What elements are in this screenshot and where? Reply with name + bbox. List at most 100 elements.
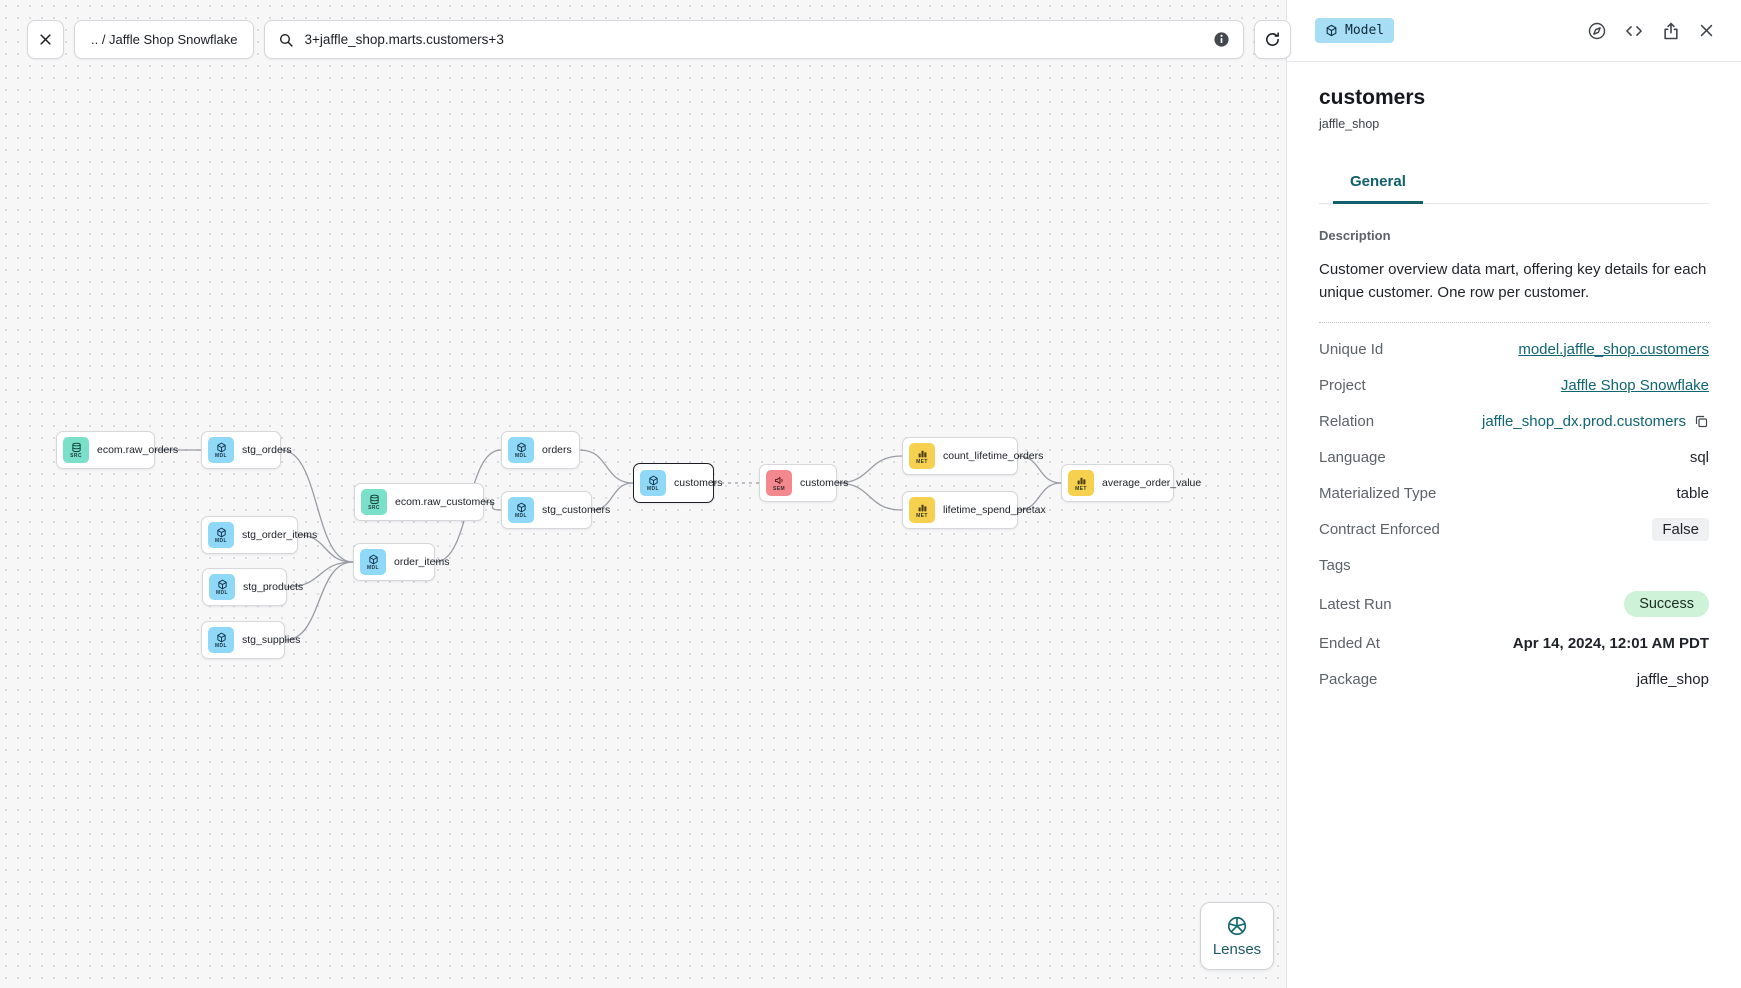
page-title: customers	[1319, 86, 1426, 109]
panel-header: Model	[1287, 0, 1741, 62]
field-value-wrap: Jaffle Shop Snowflake	[1561, 377, 1709, 394]
node-label: orders	[542, 444, 572, 456]
close-icon	[38, 32, 53, 47]
field-label: Tags	[1319, 556, 1351, 574]
panel-field-row: Project Jaffle Shop Snowflake	[1319, 367, 1709, 403]
edge-stg_orders-order_items	[280, 449, 354, 563]
panel-field-row: Ended At Apr 14, 2024, 12:01 AM PDT	[1319, 625, 1709, 661]
field-value[interactable]: Jaffle Shop Snowflake	[1560, 376, 1709, 394]
graph-node-orders[interactable]: MDL orders	[501, 431, 580, 469]
database-icon: SRC	[63, 437, 89, 463]
cube-icon: MDL	[208, 522, 234, 548]
info-icon[interactable]	[1213, 31, 1230, 48]
cube-icon: MDL	[508, 497, 534, 523]
edge-stg_supplies-order_items	[284, 561, 354, 641]
node-label: stg_orders	[242, 444, 292, 456]
edge-stg_customers-customers	[591, 482, 634, 511]
breadcrumb[interactable]: .. / Jaffle Shop Snowflake	[74, 20, 255, 59]
close-panel-icon[interactable]	[1698, 22, 1715, 39]
field-label: Relation	[1319, 412, 1375, 430]
code-icon[interactable]	[1624, 21, 1644, 41]
panel-field-row: Unique Id model.jaffle_shop.customers	[1319, 331, 1709, 367]
panel-field-row: Tags	[1319, 547, 1709, 583]
node-label: ecom.raw_customers	[395, 496, 495, 508]
field-value: sql	[1689, 448, 1709, 466]
bar-chart-icon: MET	[909, 497, 935, 523]
node-label: average_order_value	[1102, 477, 1202, 489]
package-subtitle: jaffle_shop	[1319, 117, 1380, 131]
field-value-wrap: Success	[1624, 591, 1709, 617]
field-label: Ended At	[1319, 634, 1380, 652]
field-label: Package	[1319, 670, 1378, 688]
close-lineage-button[interactable]	[27, 20, 64, 59]
copy-icon[interactable]	[1694, 414, 1709, 429]
node-label: stg_order_items	[242, 529, 318, 541]
graph-node-stg_order_items[interactable]: MDL stg_order_items	[201, 516, 317, 554]
field-label: Project	[1319, 376, 1366, 394]
bar-chart-icon: MET	[1068, 470, 1094, 496]
share-icon[interactable]	[1661, 21, 1681, 41]
cube-icon: MDL	[209, 574, 235, 600]
tab-general[interactable]: General	[1333, 163, 1423, 204]
node-label: stg_supplies	[242, 634, 301, 646]
search-input[interactable]	[304, 32, 1204, 47]
field-value: table	[1676, 484, 1709, 502]
megaphone-icon: SEM	[766, 470, 792, 496]
description-text: Customer overview data mart, offering ke…	[1319, 259, 1709, 323]
field-label: Language	[1319, 448, 1386, 466]
graph-node-order_items[interactable]: MDL order_items	[353, 543, 449, 581]
node-label: customers	[800, 477, 849, 489]
node-label: stg_customers	[542, 504, 611, 516]
node-label: stg_products	[243, 581, 304, 593]
graph-node-stg_supplies[interactable]: MDL stg_supplies	[201, 621, 300, 659]
panel-field-row: Package jaffle_shop	[1319, 661, 1709, 697]
search-icon	[278, 32, 294, 48]
edge-count_lifetime_orders-average_order_value	[1017, 455, 1062, 484]
field-label: Unique Id	[1319, 340, 1384, 358]
field-value-wrap: False	[1652, 517, 1709, 541]
edge-layer	[154, 449, 1062, 641]
graph-node-count_lifetime_orders[interactable]: MET count_lifetime_orders	[902, 437, 1043, 475]
graph-node-stg_products[interactable]: MDL stg_products	[202, 568, 303, 606]
graph-node-customers_sem[interactable]: SEM customers	[759, 464, 848, 502]
node-label: customers	[674, 477, 723, 489]
edge-customers_sem-count_lifetime_orders	[836, 455, 903, 484]
node-label: order_items	[394, 556, 450, 568]
panel-header-actions	[1587, 21, 1715, 41]
cube-icon: MDL	[208, 627, 234, 653]
panel-body: customers jaffle_shop General Descriptio…	[1287, 62, 1741, 988]
field-label: Materialized Type	[1319, 484, 1437, 502]
field-value-wrap: jaffle_shop	[1637, 671, 1709, 688]
field-value[interactable]: jaffle_shop_dx.prod.customers	[1481, 412, 1686, 430]
lenses-button[interactable]: Lenses	[1200, 902, 1274, 970]
cube-icon	[1325, 24, 1338, 37]
edge-orders-customers	[579, 449, 634, 484]
panel-tabs: General	[1319, 163, 1709, 204]
field-value[interactable]: model.jaffle_shop.customers	[1518, 340, 1709, 358]
node-label: count_lifetime_orders	[943, 450, 1044, 462]
bar-chart-icon: MET	[909, 443, 935, 469]
edge-lifetime_spend_pretax-average_order_value	[1017, 482, 1062, 511]
graph-node-average_order_value[interactable]: MET average_order_value	[1061, 464, 1201, 502]
panel-field-row: Relation jaffle_shop_dx.prod.customers	[1319, 403, 1709, 439]
cube-icon: MDL	[508, 437, 534, 463]
resource-type-label: Model	[1345, 23, 1385, 38]
refresh-button[interactable]	[1254, 20, 1292, 59]
field-value: jaffle_shop	[1636, 670, 1709, 688]
graph-node-stg_customers[interactable]: MDL stg_customers	[501, 491, 610, 529]
cube-icon: MDL	[360, 549, 386, 575]
edge-stg_products-order_items	[286, 561, 354, 588]
edge-stg_order_items-order_items	[297, 534, 354, 563]
field-value-wrap: table	[1676, 485, 1709, 502]
field-value-wrap: Apr 14, 2024, 12:01 AM PDT	[1513, 635, 1709, 652]
explore-compass-icon[interactable]	[1587, 21, 1607, 41]
